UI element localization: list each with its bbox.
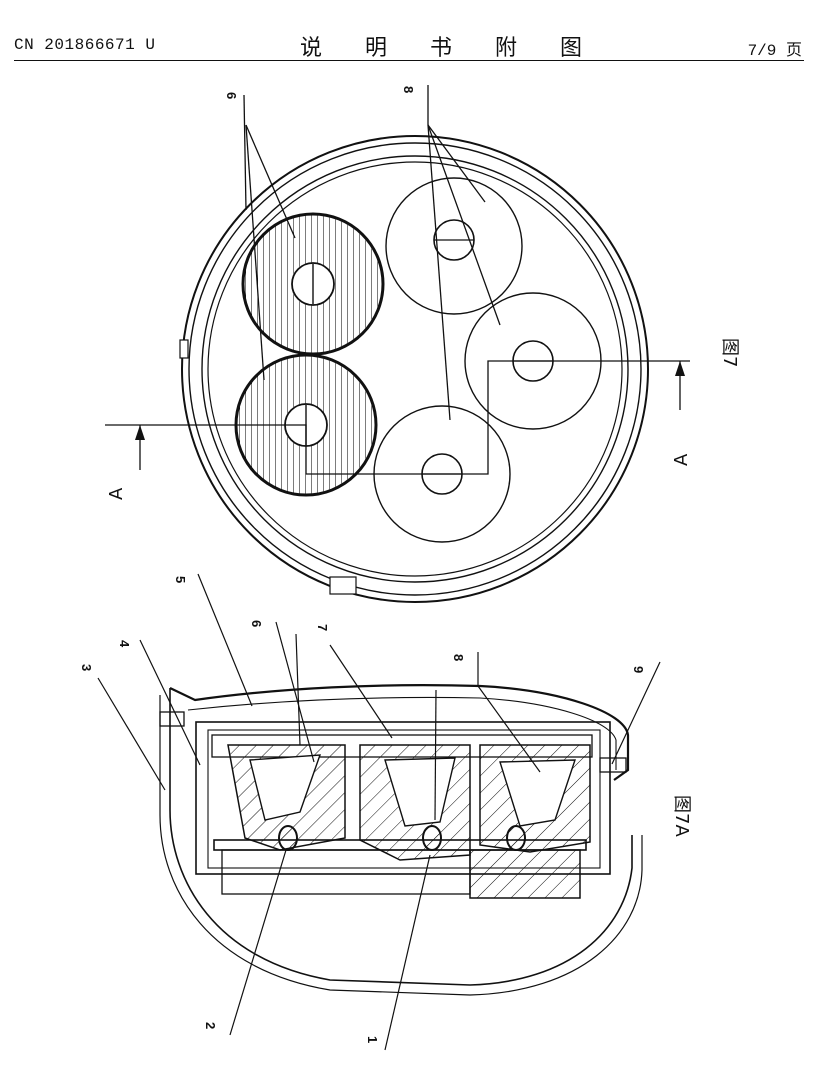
leader-4 [139,639,201,766]
fig7a-label-1: 1 [365,1036,380,1043]
leader-6-a [245,124,296,239]
base-housing-outer [169,688,633,986]
figure-7a [97,573,661,1051]
reflector-cup-left [249,754,322,821]
fig7a-label-2: 2 [203,1022,218,1029]
rim-tab-bottom [329,576,357,595]
clip-left [159,711,185,727]
section-arrowhead-left [135,425,145,440]
section-marker-left: A [106,487,127,500]
led-chip-right [506,825,526,851]
section-line [105,360,690,475]
clip-right [599,757,627,773]
fig7a-label-6: 6 [249,620,264,627]
inner-rim-inner [207,161,623,577]
leader-6b [295,633,301,746]
leader-8-a [427,124,486,203]
fig7a-label-7: 7 [315,624,330,631]
inner-rim-outer [201,155,629,583]
leader-9 [611,661,661,765]
leader-7 [329,644,393,739]
leader-3 [97,677,166,791]
figure-7 [105,85,690,603]
base-housing-inner [159,695,643,996]
leader-6-top [243,94,247,211]
dome-cover [169,684,630,781]
fig7-label-8: 8 [401,86,416,93]
fig7a-label-9: 9 [631,666,646,673]
leader-6-b [245,124,265,381]
reflector-cup-middle [384,757,456,827]
section-marker-right: A [671,453,692,466]
leader-5 [197,573,253,707]
inner-frame-2 [207,729,601,869]
section-title: 说 明 书 附 图 [300,36,600,61]
leader-8-c [427,124,451,421]
led-chip-left [278,825,298,851]
leader-8-b [427,124,501,326]
publication-number: CN 201866671 U [14,36,156,54]
rim-tab-left [179,339,189,359]
fig7a-label-4: 4 [117,640,132,648]
leader-8a [434,689,437,821]
section-arrowhead-right [675,361,685,376]
fig7-label-6: 6 [224,92,239,99]
outer-rim-inner [188,142,642,596]
page-header: CN 201866671 U 说 明 书 附 图 7/9 页 [0,0,820,62]
fig7a-label-8: 8 [451,654,466,661]
fig7a-label-5: 5 [173,576,188,583]
reflector-cup-right [499,759,576,827]
fig7a-caption: 图7A [671,795,692,837]
leader-6a [275,621,315,763]
fig7-caption: 图7 [719,338,740,367]
led-chip-middle [422,825,442,851]
header-rule [14,60,804,61]
patent-drawing: 6 8 A A 图7 [79,85,740,1051]
outer-rim-outer [181,135,649,603]
heat-sink-block [469,849,581,899]
leader-8b [477,685,541,773]
page-indicator: 7/9 页 [747,42,802,60]
leader-1 [384,854,431,1051]
inner-frame [195,721,611,875]
base-block [221,849,471,895]
fig7a-label-3: 3 [79,664,94,671]
leader-2 [229,849,287,1036]
